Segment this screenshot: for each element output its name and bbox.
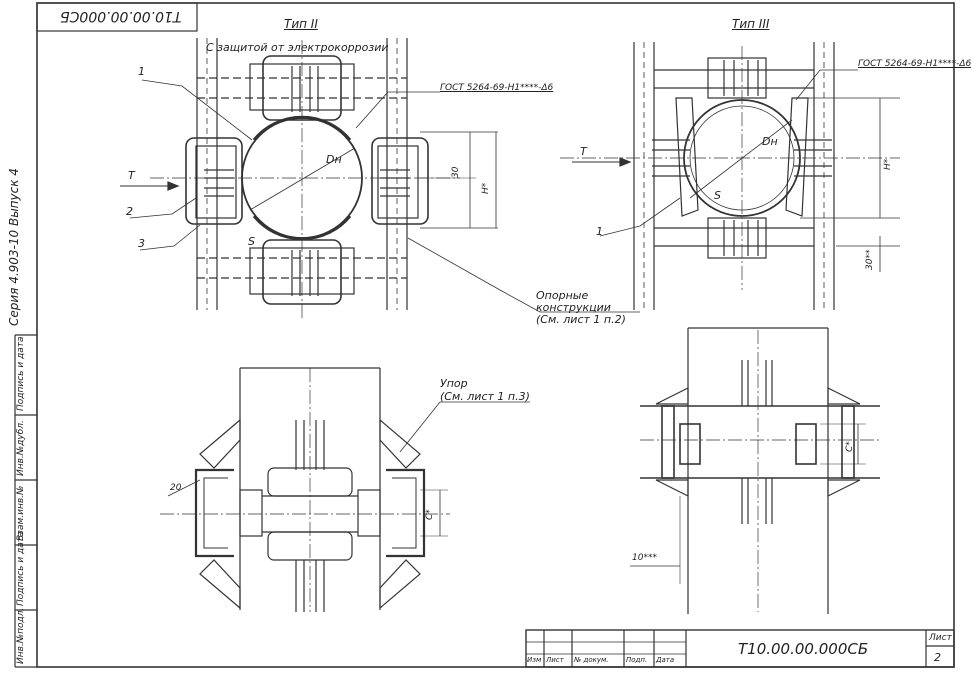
type3-dim-30: 30** bbox=[865, 249, 875, 270]
side-col-inv-podl: Инв.№подл. bbox=[16, 607, 26, 664]
type2-callout-3: 3 bbox=[138, 237, 145, 250]
type3-dim-h: Н* bbox=[883, 158, 893, 170]
type2-dim-30: 30 bbox=[451, 166, 461, 178]
stop-note-line-1: Упор bbox=[440, 377, 468, 390]
type3-diameter-label: Dн bbox=[762, 135, 778, 148]
type3-view bbox=[560, 42, 900, 310]
stop-note: Упор (См. лист 1 п.3) bbox=[440, 378, 530, 402]
type3-force-label: Т bbox=[580, 145, 587, 158]
bottom-left-dim-c: С* bbox=[425, 509, 435, 520]
bottom-right-dim-10: 10*** bbox=[632, 553, 657, 563]
bottom-right-dim-c: С* bbox=[845, 441, 855, 452]
sheet-number: 2 bbox=[934, 651, 941, 664]
type2-force-label: Т bbox=[128, 169, 135, 182]
type2-gost-note: ГОСТ 5264-69-Н1****-Δ6 bbox=[440, 83, 554, 93]
sheet-label: Лист bbox=[929, 633, 952, 643]
type3-title: Тип III bbox=[732, 17, 770, 31]
bottom-right-view bbox=[630, 327, 880, 614]
series-label: Серия 4.903-10 Выпуск 4 bbox=[7, 168, 21, 326]
type2-title: Тип II bbox=[284, 17, 318, 31]
sheet-frame bbox=[36, 2, 955, 668]
support-note-line-3: (См. лист 1 п.2) bbox=[536, 313, 626, 326]
title-block-grid bbox=[525, 629, 955, 668]
type3-thickness-label: S bbox=[714, 189, 721, 202]
bottom-left-dim-20: 20 bbox=[170, 483, 182, 493]
type2-dim-h: Н* bbox=[481, 182, 491, 194]
drawing-code: Т10.00.00.000СБ bbox=[738, 640, 869, 658]
type2-subtitle: С защитой от электрокоррозии bbox=[206, 41, 389, 54]
type3-gost-note: ГОСТ 5264-69-Н1****-Δ6 bbox=[858, 59, 971, 69]
title-block-header-date: Дата bbox=[656, 656, 675, 664]
support-note-line-2: конструкции bbox=[536, 301, 611, 314]
side-col-vzam-inv: Взам.инв.№ bbox=[16, 485, 26, 541]
corner-stamp-box bbox=[36, 2, 198, 32]
type2-diameter-label: Dн bbox=[326, 153, 342, 166]
title-block-header-list: Лист bbox=[546, 656, 564, 664]
support-note: Опорные конструкции (См. лист 1 п.2) bbox=[536, 290, 626, 325]
side-col-sign-date-1: Подпись и дата bbox=[16, 531, 26, 606]
title-block-header-izm: Изм bbox=[527, 656, 542, 664]
bottom-left-view bbox=[160, 367, 530, 612]
type2-callout-2: 2 bbox=[126, 205, 133, 218]
type3-callout-1: 1 bbox=[596, 225, 603, 238]
support-note-line-1: Опорные bbox=[536, 289, 589, 302]
side-col-inv-dubl: Инв.№дубл. bbox=[16, 420, 26, 476]
side-col-sign-date-2: Подпись и дата bbox=[16, 336, 26, 411]
title-block-header-podp: Подп. bbox=[626, 656, 648, 664]
type2-callout-1: 1 bbox=[138, 65, 145, 78]
type2-view bbox=[120, 38, 640, 320]
type2-thickness-label: S bbox=[248, 235, 255, 248]
title-block-header-doc: № докум. bbox=[574, 656, 609, 664]
corner-stamp-code: Т10.00.00.000СБ bbox=[60, 8, 182, 24]
stop-note-line-2: (См. лист 1 п.3) bbox=[440, 390, 530, 403]
